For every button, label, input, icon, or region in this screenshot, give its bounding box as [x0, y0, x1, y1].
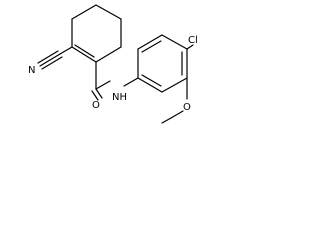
- aryl-bond-5: [161, 77, 188, 93]
- ring-bond-c1-c2-inner: [74, 44, 95, 58]
- ring-bond-c6-c1: [95, 46, 122, 63]
- bond-aryl-cl: [186, 44, 194, 50]
- nitrile-group: N: [28, 46, 73, 76]
- benzene-ring: [137, 34, 188, 93]
- chemical-structure-diagram: N O NH Cl O: [28, 4, 198, 124]
- aryl-bond-2: [137, 34, 163, 50]
- amide-oxygen-label: O: [92, 100, 100, 111]
- nitrile-triple-bond-1: [39, 53, 61, 67]
- chlorine-label: Cl: [188, 35, 198, 46]
- ring-bond-c3-c4: [71, 4, 97, 20]
- bond-methyl-end: [161, 117, 172, 124]
- aryl-bond-3: [161, 34, 188, 50]
- aryl-bond-6-inner: [141, 74, 162, 87]
- bond-c2-cn: [59, 46, 73, 55]
- carbonyl-double-bond-1: [95, 88, 103, 99]
- nitrile-triple-bond-3: [41, 56, 63, 70]
- bond-o-methyl: [170, 110, 184, 119]
- bond-carbonyl-n: [95, 80, 111, 90]
- cyclohexene-ring: [71, 4, 122, 63]
- methoxy-substituent: O: [161, 77, 191, 124]
- nitrile-triple-bond-2: [37, 50, 59, 64]
- aryl-bond-6: [137, 77, 163, 93]
- aryl-bond-2-inner: [141, 40, 162, 53]
- nitrile-nitrogen-label: N: [28, 65, 35, 76]
- carbonyl-double-bond-2: [91, 90, 99, 101]
- methoxy-oxygen-label: O: [183, 102, 191, 113]
- ring-bond-c4-c5: [95, 4, 122, 20]
- chloro-substituent: Cl: [186, 35, 198, 50]
- ring-bond-c1-c2: [71, 46, 97, 63]
- amide-nh-label: NH: [112, 92, 127, 103]
- amide-group: O NH: [91, 61, 139, 111]
- bond-n-aryl: [123, 77, 139, 87]
